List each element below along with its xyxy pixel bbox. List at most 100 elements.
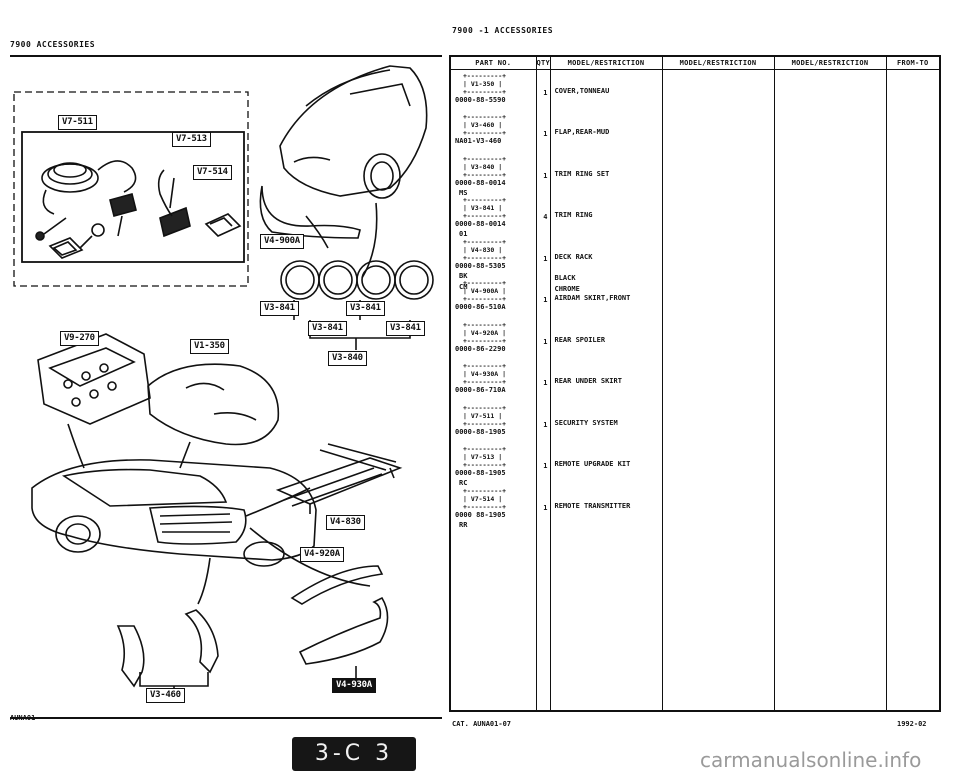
- left-page-title: 7900 ACCESSORIES: [10, 40, 96, 49]
- part-number: NA01-V3-460: [455, 137, 502, 145]
- part-description-block: SECURITY SYSTEM: [551, 404, 662, 446]
- part-code-box-top: +---------+: [463, 196, 507, 204]
- part-variant-code: CM: [459, 282, 468, 291]
- callout-v4-930a: V4-930A: [332, 678, 376, 693]
- header-qty: QTY: [535, 55, 551, 70]
- header-from-to: FROM-TO: [885, 55, 941, 70]
- part-description-block: REMOTE UPGRADE KIT: [551, 445, 662, 487]
- part-qty: 4: [543, 213, 548, 221]
- part-description: TRIM RING SET: [554, 169, 610, 178]
- footer-date: 1992-02: [897, 720, 927, 728]
- part-description: SECURITY SYSTEM: [554, 418, 618, 427]
- part-code: | V3-460 |: [463, 121, 503, 129]
- part-qty: 1: [543, 337, 548, 346]
- part-code-box-bottom: +---------+: [463, 295, 507, 303]
- accessories-illustration: V7-511 V7-513 V7-514 V4-900A V3-841 V3-8…: [10, 58, 442, 708]
- part-qty: 1: [543, 462, 548, 470]
- part-qty: 1: [543, 254, 548, 263]
- part-code-box-top: +---------+: [463, 362, 507, 370]
- part-code: | V7-511 |: [463, 411, 503, 420]
- model-restriction-column-3: [773, 69, 886, 711]
- part-entry: +---------+| V3-841 |+---------+0000-88-…: [455, 196, 536, 238]
- callout-v3-841-d: V3-841: [386, 321, 425, 336]
- part-qty: 1: [543, 379, 548, 387]
- part-description: REAR UNDER SKIRT: [554, 377, 622, 385]
- part-code: | V3-840 |: [463, 162, 503, 171]
- part-code-box-top: +---------+: [463, 237, 507, 246]
- part-qty: 1: [543, 503, 548, 512]
- header-model-restriction-2: MODEL/RESTRICTION: [661, 55, 775, 70]
- part-code-box-top: +---------+: [463, 445, 507, 453]
- part-code: | V4-930A |: [463, 370, 507, 378]
- part-variant-code: RR: [459, 520, 468, 529]
- part-number: 0000-88-5590: [455, 95, 506, 104]
- part-number: 0000-88-1905: [455, 427, 506, 436]
- part-code-box-top: +---------+: [463, 113, 507, 121]
- part-code-box-bottom: +---------+: [463, 170, 507, 179]
- part-entry: +---------+| V4-920A |+---------+0000-86…: [455, 321, 536, 363]
- part-description: REAR SPOILER: [554, 335, 606, 344]
- callout-v4-900a: V4-900A: [260, 234, 304, 249]
- part-code-box-top: +---------+: [463, 486, 507, 495]
- part-code-box-top: +---------+: [463, 279, 507, 287]
- part-entry: +---------+| V3-460 |+---------+NA01-V3-…: [455, 113, 536, 155]
- part-description-block: REMOTE TRANSMITTER: [551, 487, 662, 529]
- callout-v3-840: V3-840: [328, 351, 367, 366]
- part-description: REMOTE TRANSMITTER: [554, 501, 631, 510]
- header-model-restriction-3: MODEL/RESTRICTION: [773, 55, 887, 70]
- part-code: | V4-830 |: [463, 245, 503, 254]
- watermark: carmanualsonline.info: [700, 748, 922, 772]
- part-entry: +---------+| V1-350 |+---------+0000-88-…: [455, 72, 536, 114]
- callout-v4-920a: V4-920A: [300, 547, 344, 562]
- callout-v3-460: V3-460: [146, 688, 185, 703]
- callout-v3-841-b: V3-841: [346, 301, 385, 316]
- part-description: DECK RACK: [554, 252, 593, 261]
- part-entry: +---------+| V7-513 |+---------+0000-88-…: [455, 445, 536, 487]
- parts-list-table: PART NO. QTY MODEL/RESTRICTION MODEL/RES…: [449, 55, 941, 712]
- table-header-row: PART NO. QTY MODEL/RESTRICTION MODEL/RES…: [449, 55, 941, 70]
- part-code-box-top: +---------+: [463, 71, 507, 80]
- header-part-no: PART NO.: [449, 55, 537, 70]
- callout-v3-841-c: V3-841: [308, 321, 347, 336]
- part-variant-code: RC: [459, 479, 468, 487]
- part-code: | V4-900A |: [463, 287, 507, 295]
- part-code-box-bottom: +---------+: [463, 253, 507, 262]
- part-code-box-bottom: +---------+: [463, 212, 507, 220]
- part-code-box-bottom: +---------+: [463, 378, 507, 386]
- callout-v7-513: V7-513: [172, 132, 211, 147]
- part-entry: +---------+| V4-830 |+---------+0000-88-…: [455, 237, 536, 291]
- part-entry: +---------+| V3-840 |+---------+0000-88-…: [455, 155, 536, 197]
- part-description-block: FLAP,REAR-MUD: [551, 113, 662, 155]
- illustration-drawing: [13, 65, 434, 696]
- part-code: | V7-514 |: [463, 494, 503, 503]
- part-number: 0000-86-2290: [455, 344, 506, 353]
- part-variant-code: BK: [459, 271, 468, 280]
- part-description: AIRDAM SKIRT,FRONT: [554, 294, 631, 302]
- table-body-row: +---------+| V1-350 |+---------+0000-88-…: [449, 69, 940, 711]
- part-code-box-bottom: +---------+: [463, 502, 507, 511]
- page-tab: 3-C 3: [292, 737, 416, 771]
- callout-v7-511: V7-511: [58, 115, 97, 130]
- part-number: 0000-86-510A: [455, 303, 506, 311]
- part-entry: +---------+| V7-514 |+---------+0000 88-…: [455, 487, 536, 529]
- callout-v9-270: V9-270: [60, 331, 99, 346]
- part-code: | V4-920A |: [463, 328, 507, 337]
- part-variant-code: 01: [459, 230, 468, 238]
- part-description-block: REAR UNDER SKIRT: [551, 362, 662, 404]
- callout-v1-350: V1-350: [190, 339, 229, 354]
- page-label: 3-C 3: [314, 741, 394, 766]
- callout-v4-830: V4-830: [326, 515, 365, 530]
- part-number: 0000-88-5305: [455, 261, 506, 270]
- part-number: 0000-88-1905: [455, 469, 506, 477]
- part-code-box-bottom: +---------+: [463, 87, 507, 96]
- model-restriction-column-2: [661, 69, 774, 711]
- part-variant-text: CHROME: [554, 284, 580, 293]
- part-number-column: +---------+| V1-350 |+---------+0000-88-…: [449, 69, 536, 711]
- left-header-rule: [10, 55, 442, 57]
- header-model-restriction-1: MODEL/RESTRICTION: [549, 55, 663, 70]
- part-description: FLAP,REAR-MUD: [554, 128, 610, 136]
- part-qty: 1: [543, 88, 548, 97]
